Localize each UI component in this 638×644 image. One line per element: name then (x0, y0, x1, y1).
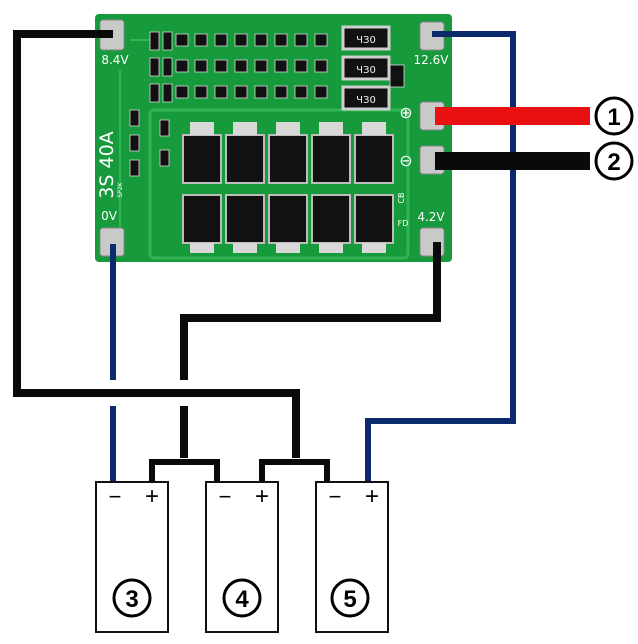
link-cell3-cell4 (149, 459, 220, 482)
link-cell4-cell5 (259, 459, 330, 482)
callout-2-circle (594, 141, 634, 181)
callouts: 1 2 3 4 5 (112, 96, 634, 618)
wire-b-plus-blue (365, 31, 516, 482)
resistor-label-3: ЧЗ0 (356, 95, 376, 106)
callout-1: 1 (607, 104, 620, 131)
resistor-label-2: ЧЗ0 (356, 65, 376, 76)
cell-3-minus: − (109, 484, 122, 509)
mosfet-tabs (190, 122, 386, 253)
mosfet-array (182, 134, 394, 244)
callout-3: 3 (125, 586, 138, 613)
pad-label-p-minus: ⊖ (399, 151, 412, 170)
resistor-label-1: ЧЗ0 (356, 35, 376, 46)
callout-4-circle (222, 578, 262, 618)
board-model-label: 3S 40A (96, 131, 118, 198)
pad-label-b-plus: 12.6V (414, 53, 450, 67)
cell-5-plus: + (365, 483, 379, 510)
callout-5-circle (330, 578, 370, 618)
pcb-trace (119, 39, 150, 230)
wires (13, 30, 590, 482)
pcb-inner-trace (148, 108, 410, 260)
bms-board: ЧЗ0 ЧЗ0 ЧЗ0 3S 40A 8.4V 0V 12.6V 4.2V ⊕ (95, 14, 452, 262)
smd-components (129, 31, 405, 177)
shunt-resistors: ЧЗ0 ЧЗ0 ЧЗ0 (341, 25, 391, 111)
cell-4-plus: + (255, 483, 269, 510)
pad-label-b2: 8.4V (101, 53, 129, 67)
label-sp: SP2K (117, 181, 124, 197)
callout-2: 2 (607, 149, 620, 176)
label-fd: FD (398, 219, 409, 228)
pad-label-p-plus: ⊕ (399, 103, 412, 122)
wire-b1-black (180, 242, 441, 458)
cell-3-plus: + (145, 483, 159, 510)
cell-5-minus: − (329, 484, 342, 509)
wire-b2-black (13, 30, 300, 458)
cell-4-minus: − (219, 484, 232, 509)
callout-4: 4 (235, 586, 249, 613)
label-cb: CB (397, 192, 406, 203)
pad-label-b1: 4.2V (417, 210, 445, 224)
callout-1-circle (594, 96, 634, 136)
pad-label-b-minus: 0V (101, 209, 118, 223)
callout-5: 5 (343, 586, 356, 613)
callout-3-circle (112, 578, 152, 618)
